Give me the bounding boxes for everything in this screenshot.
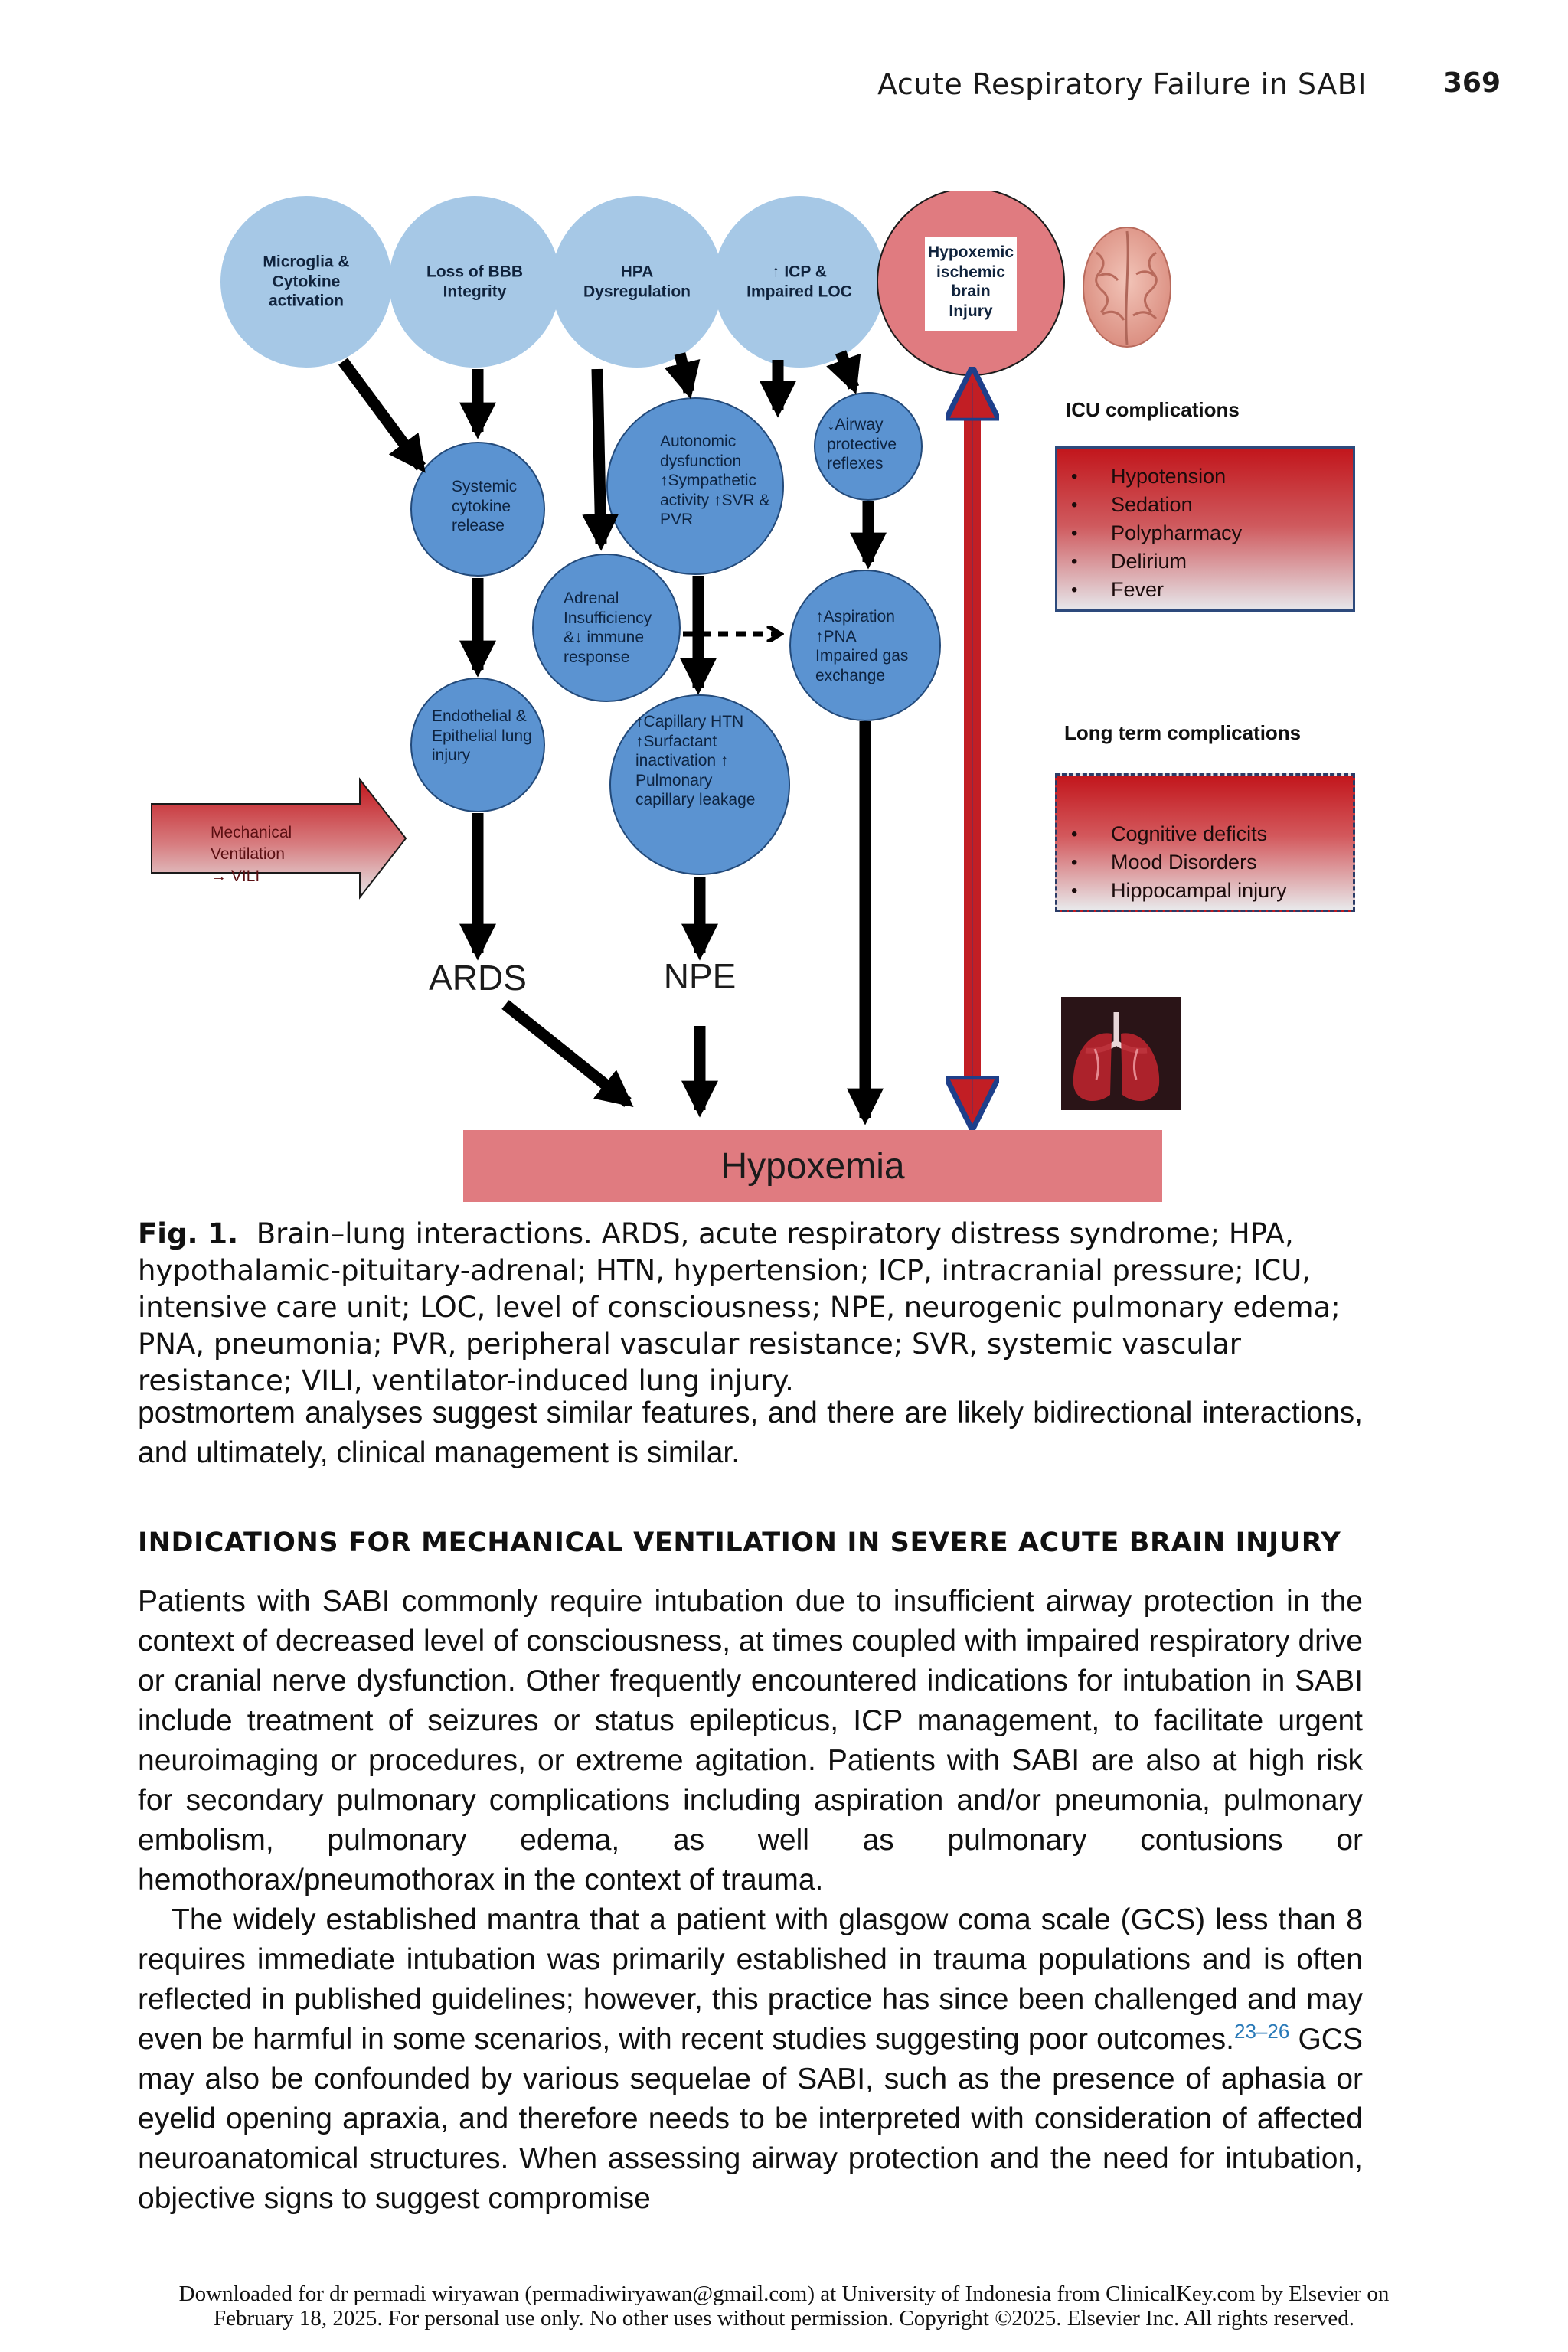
- lungs-icon: [1061, 997, 1181, 1110]
- brain-icon: [1083, 227, 1171, 348]
- paragraph-continued: postmortem analyses suggest similar feat…: [138, 1396, 1363, 1469]
- figure-caption: Fig. 1. Brain–lung interactions. ARDS, a…: [138, 1216, 1370, 1400]
- long-term-complications-list: Cognitive deficits Mood Disorders Hippoc…: [1057, 820, 1287, 905]
- list-item: Delirium: [1057, 547, 1242, 576]
- node-adrenal: [532, 554, 681, 702]
- arrow-hpa-to-adrenal: [582, 368, 619, 551]
- long-term-complications-title: Long term complications: [1064, 721, 1302, 744]
- list-item: Hippocampal injury: [1057, 877, 1287, 905]
- running-head: Acute Respiratory Failure in SABI 369: [0, 67, 1501, 101]
- paragraph-2: The widely established mantra that a pat…: [138, 1900, 1363, 2219]
- caption-text: Brain–lung interactions. ARDS, acute res…: [138, 1217, 1341, 1397]
- citation-link[interactable]: 23–26: [1234, 2020, 1290, 2043]
- node-airway-label: ↓Airway protective reflexes: [827, 416, 897, 473]
- mechanical-ventilation-label: Mechanical Ventilation → VILI: [211, 824, 292, 885]
- long-term-complications-box: Cognitive deficits Mood Disorders Hippoc…: [1055, 773, 1355, 912]
- arrow-hpa-to-autonomic: [664, 352, 701, 400]
- footer-line-2: February 18, 2025. For personal use only…: [213, 2306, 1355, 2331]
- top-node-microglia: [220, 196, 392, 368]
- list-item: Polypharmacy: [1057, 519, 1242, 547]
- running-title: Acute Respiratory Failure in SABI: [877, 67, 1367, 101]
- node-adrenal-label: Adrenal Insufficiency &↓ immune response: [564, 590, 652, 666]
- node-aspiration: [789, 570, 941, 721]
- list-item: Hypotension: [1057, 462, 1242, 491]
- caption-label: Fig. 1.: [138, 1217, 239, 1250]
- icu-complications-title: ICU complications: [1066, 398, 1240, 421]
- list-item: Cognitive deficits: [1057, 820, 1287, 848]
- outcome-npe: NPE: [663, 956, 737, 996]
- figure-diagram: [151, 191, 1181, 1210]
- list-item: Mood Disorders: [1057, 848, 1287, 877]
- paragraph-2-text-a: The widely established mantra that a pat…: [138, 1903, 1363, 2056]
- node-endothelial-label: Endothelial & Epithelial lung injury: [432, 707, 532, 765]
- download-footer: Downloaded for dr permadi wiryawan (perm…: [0, 2282, 1568, 2331]
- page-number: 369: [1442, 67, 1501, 99]
- top-node-hpa: [551, 196, 723, 368]
- arrow-ards-to-hypoxemia: [501, 1000, 634, 1107]
- top-node-hypoxemic-label-bg: [925, 237, 1017, 331]
- top-node-icp-label: ↑ ICP &Impaired LOC: [746, 263, 852, 300]
- node-autonomic-label: Autonomic dysfunction ↑Sympathetic activ…: [660, 433, 770, 529]
- list-item: Sedation: [1057, 491, 1242, 519]
- outcome-ards: ARDS: [429, 958, 527, 998]
- node-capillary-label: ↑Capillary HTN ↑Surfactant inactivation …: [635, 713, 756, 809]
- arrow-microglia-to-cytokine: [338, 358, 426, 473]
- footer-line-1: Downloaded for dr permadi wiryawan (perm…: [178, 2282, 1390, 2306]
- top-node-bbb: [389, 196, 560, 368]
- icu-complications-list: Hypotension Sedation Polypharmacy Deliri…: [1057, 462, 1242, 604]
- paragraph-1: Patients with SABI commonly require intu…: [138, 1585, 1363, 1896]
- list-item: Fever: [1057, 576, 1242, 604]
- top-node-icp: [714, 196, 885, 368]
- node-airway: [814, 392, 923, 501]
- paragraph-2-text-b: GCS may also be confounded by various se…: [138, 2023, 1363, 2215]
- mechanical-ventilation-arrow: [151, 777, 407, 900]
- section-heading: INDICATIONS FOR MECHANICAL VENTILATION I…: [138, 1527, 1341, 1558]
- icu-complications-box: Hypotension Sedation Polypharmacy Deliri…: [1055, 446, 1355, 612]
- node-aspiration-label: ↑Aspiration ↑PNA Impaired gas exchange: [815, 608, 909, 684]
- node-systemic-cytokine-label: Systemic cytokine release: [452, 478, 518, 535]
- arrow-icp-to-airway: [826, 350, 861, 395]
- hypoxemia-box: Hypoxemia: [463, 1130, 1162, 1202]
- node-endothelial: [410, 678, 545, 812]
- node-capillary: [609, 694, 790, 875]
- node-systemic-cytokine: [410, 442, 545, 577]
